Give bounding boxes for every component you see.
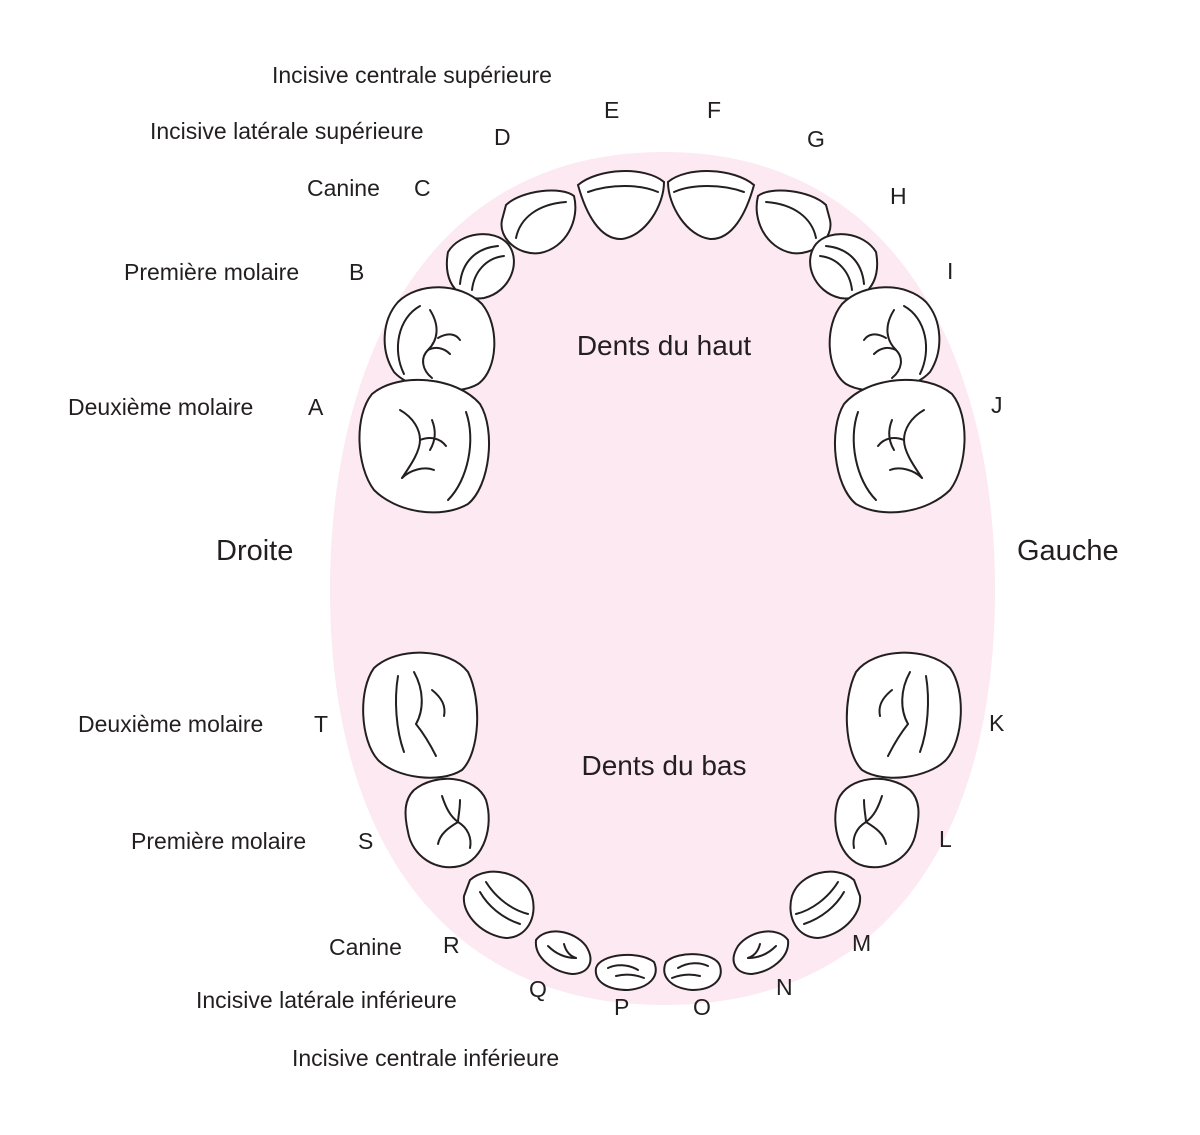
tooth-name-D: Incisive latérale supérieure <box>150 118 424 144</box>
tooth-letter-B: B <box>349 259 364 285</box>
tooth-letter-H: H <box>890 183 907 209</box>
tooth-M <box>789 870 862 940</box>
tooth-name-A: Deuxième molaire <box>68 394 253 420</box>
right-side-label: Droite <box>216 535 293 567</box>
tooth-O <box>663 953 722 992</box>
tooth-name-Q: Incisive latérale inférieure <box>196 987 457 1013</box>
tooth-name-B: Première molaire <box>124 259 299 285</box>
tooth-B <box>383 286 496 392</box>
tooth-letter-C: C <box>414 175 431 201</box>
tooth-letter-T: T <box>314 711 328 737</box>
tooth-K <box>845 651 962 779</box>
tooth-name-C: Canine <box>307 175 380 201</box>
tooth-R <box>462 870 535 940</box>
tooth-letter-F: F <box>707 97 721 123</box>
tooth-letter-N: N <box>776 974 793 1000</box>
tooth-letter-I: I <box>947 258 953 284</box>
tooth-name-T: Deuxième molaire <box>78 711 263 737</box>
tooth-letter-K: K <box>989 710 1005 736</box>
tooth-letter-E: E <box>604 97 619 123</box>
tooth-letter-M: M <box>852 930 871 956</box>
tooth-T <box>362 651 479 779</box>
tooth-E <box>576 170 666 241</box>
tooth-P <box>594 953 657 992</box>
tooth-name-P: Incisive centrale inférieure <box>292 1045 559 1071</box>
tooth-F <box>666 170 756 241</box>
tooth-Q <box>534 930 592 976</box>
tooth-letter-L: L <box>939 826 952 852</box>
left-side-label: Gauche <box>1017 535 1119 567</box>
tooth-letter-R: R <box>443 932 460 958</box>
palate-shape <box>330 152 995 1005</box>
tooth-A <box>358 378 491 514</box>
tooth-name-R: Canine <box>329 934 402 960</box>
tooth-J <box>833 378 966 514</box>
tooth-letter-Q: Q <box>529 976 547 1002</box>
tooth-letter-J: J <box>991 392 1003 418</box>
tooth-N <box>732 930 790 976</box>
tooth-S <box>404 777 490 869</box>
tooth-letter-G: G <box>807 126 825 152</box>
tooth-D <box>500 189 577 255</box>
tooth-letter-O: O <box>693 994 711 1020</box>
tooth-letter-P: P <box>614 994 629 1020</box>
tooth-name-S: Première molaire <box>131 828 306 854</box>
tooth-letter-S: S <box>358 828 373 854</box>
tooth-L <box>834 777 920 869</box>
tooth-C <box>445 233 515 300</box>
tooth-I <box>828 286 941 392</box>
tooth-H <box>809 233 879 300</box>
tooth-letter-D: D <box>494 124 511 150</box>
tooth-name-E: Incisive centrale supérieure <box>272 62 552 88</box>
upper-teeth-title: Dents du haut <box>577 330 752 361</box>
lower-teeth-title: Dents du bas <box>582 750 747 781</box>
tooth-letter-A: A <box>308 394 324 420</box>
